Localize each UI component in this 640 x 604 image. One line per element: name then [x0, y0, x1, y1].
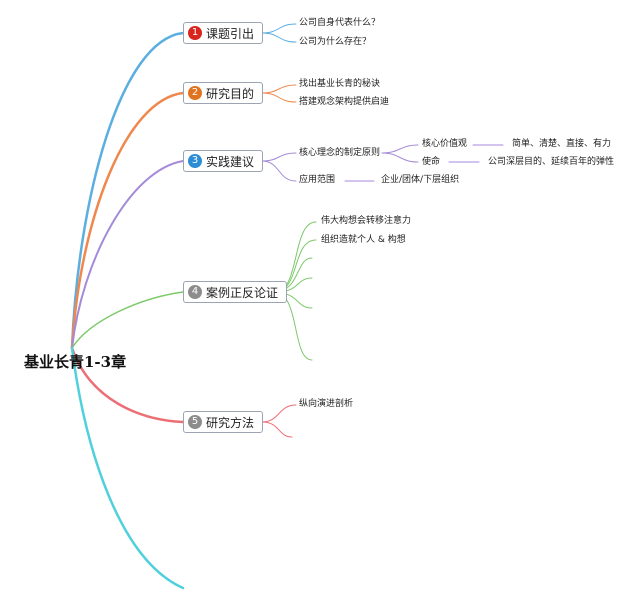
number-badge-icon: 4 — [188, 285, 202, 299]
leaf-link — [261, 160, 297, 182]
leaf-link — [261, 23, 297, 34]
number-badge-icon: 2 — [188, 86, 202, 100]
branch-4-topic[interactable]: 4 案例正反论证 — [183, 281, 288, 303]
number-badge-icon: 5 — [188, 415, 202, 429]
leaf-link — [261, 152, 297, 162]
branch-label: 研究方法 — [206, 415, 255, 430]
branch-5-link — [70, 346, 185, 424]
number-badge-icon: 1 — [188, 26, 202, 40]
leaf-item[interactable]: 应用范围 — [299, 175, 336, 185]
sub-link — [381, 144, 419, 154]
branch-1-topic[interactable]: 1 课题引出 — [183, 22, 264, 44]
bottom-branch-link — [70, 346, 185, 590]
branch-3-link — [71, 160, 184, 349]
leaf-link — [261, 421, 293, 438]
leaf-link — [261, 404, 297, 423]
leaf-item[interactable]: 组织造就个人 & 构想 — [321, 235, 406, 245]
leaf-link — [261, 84, 297, 94]
leaf-item[interactable]: 公司为什么存在？ — [299, 37, 372, 47]
root-topic[interactable]: 基业长青1-3章 — [24, 353, 127, 371]
leaf-link — [261, 32, 297, 43]
branch-1-link — [70, 31, 185, 350]
leaf-item[interactable]: 搭建观念架构提供启迪 — [299, 97, 390, 107]
number-badge-icon: 3 — [188, 154, 202, 168]
sub-item[interactable]: 公司深层目的、延续百年的弹性 — [488, 157, 615, 167]
branch-label: 研究目的 — [206, 86, 255, 101]
branch-4-link — [71, 291, 184, 349]
sub-item[interactable]: 核心价值观 — [422, 139, 468, 149]
sub-item[interactable]: 使命 — [422, 157, 441, 167]
leaf-item[interactable]: 公司自身代表什么？ — [299, 18, 381, 28]
leaf-link — [261, 92, 297, 103]
leaf-item[interactable]: 核心理念的制定原则 — [299, 148, 381, 158]
sub-link — [381, 152, 419, 163]
branch-5-topic[interactable]: 5 研究方法 — [183, 411, 264, 433]
branch-label: 实践建议 — [206, 154, 255, 169]
leaf-item[interactable]: 找出基业长青的秘诀 — [299, 79, 381, 89]
branch-label: 案例正反论证 — [206, 285, 279, 300]
sub-item[interactable]: 简单、清楚、直接、有力 — [512, 139, 612, 149]
branch-2-topic[interactable]: 2 研究目的 — [183, 82, 264, 104]
branch-label: 课题引出 — [206, 26, 255, 41]
branch-3-topic[interactable]: 3 实践建议 — [183, 150, 264, 172]
leaf-item[interactable]: 纵向演进剖析 — [299, 399, 354, 409]
leaf-item[interactable]: 伟大构想会转移注意力 — [321, 216, 412, 226]
branch-2-link — [70, 91, 185, 350]
sub-item[interactable]: 企业/团体/下层组织 — [381, 175, 460, 185]
